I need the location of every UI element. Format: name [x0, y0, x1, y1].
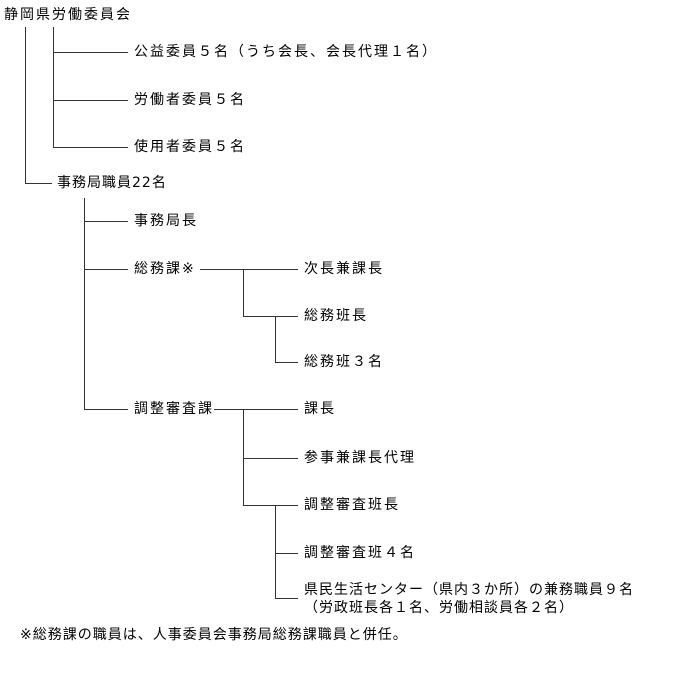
connector	[53, 100, 128, 101]
connector	[275, 598, 298, 599]
committee-public: 公益委員５名（うち会長、会長代理１名）	[134, 44, 438, 60]
connector	[243, 505, 298, 506]
connector	[243, 409, 244, 505]
connector	[84, 221, 128, 222]
connector	[275, 316, 276, 362]
connector	[84, 409, 128, 410]
connector	[214, 409, 298, 410]
co-item-3: 調整審査班４名	[304, 545, 416, 561]
coordination-node: 調整審査課	[134, 401, 214, 417]
co-item-4-sub: （労政班長各１名、労働相談員各２名）	[304, 600, 574, 616]
secretariat-node: 事務局職員22名	[57, 175, 167, 191]
co-item-1: 参事兼課長代理	[304, 450, 416, 466]
connector	[275, 553, 298, 554]
connector	[25, 27, 26, 183]
connector	[53, 52, 128, 53]
connector	[25, 183, 52, 184]
connector	[243, 458, 298, 459]
committee-labor: 労働者委員５名	[134, 92, 246, 108]
connector	[200, 269, 298, 270]
footnote: ※総務課の職員は、人事委員会事務局総務課職員と併任。	[20, 627, 408, 643]
ga-item-1: 総務班長	[304, 308, 368, 324]
connector	[84, 269, 128, 270]
ga-item-0: 次長兼課長	[304, 261, 384, 277]
connector	[275, 362, 298, 363]
connector	[53, 147, 128, 148]
connector	[53, 27, 54, 147]
connector	[84, 198, 85, 409]
general-affairs-node: 総務課※	[134, 261, 196, 277]
co-item-4: 県民生活センター（県内３か所）の兼務職員９名	[304, 582, 634, 598]
connector	[243, 316, 298, 317]
ga-item-2: 総務班３名	[304, 354, 384, 370]
co-item-2: 調整審査班長	[304, 497, 400, 513]
connector	[243, 269, 244, 316]
director-node: 事務局長	[134, 213, 198, 229]
committee-employer: 使用者委員５名	[134, 139, 246, 155]
root-node: 静岡県労働委員会	[4, 7, 132, 23]
co-item-0: 課長	[304, 401, 336, 417]
connector	[275, 505, 276, 598]
